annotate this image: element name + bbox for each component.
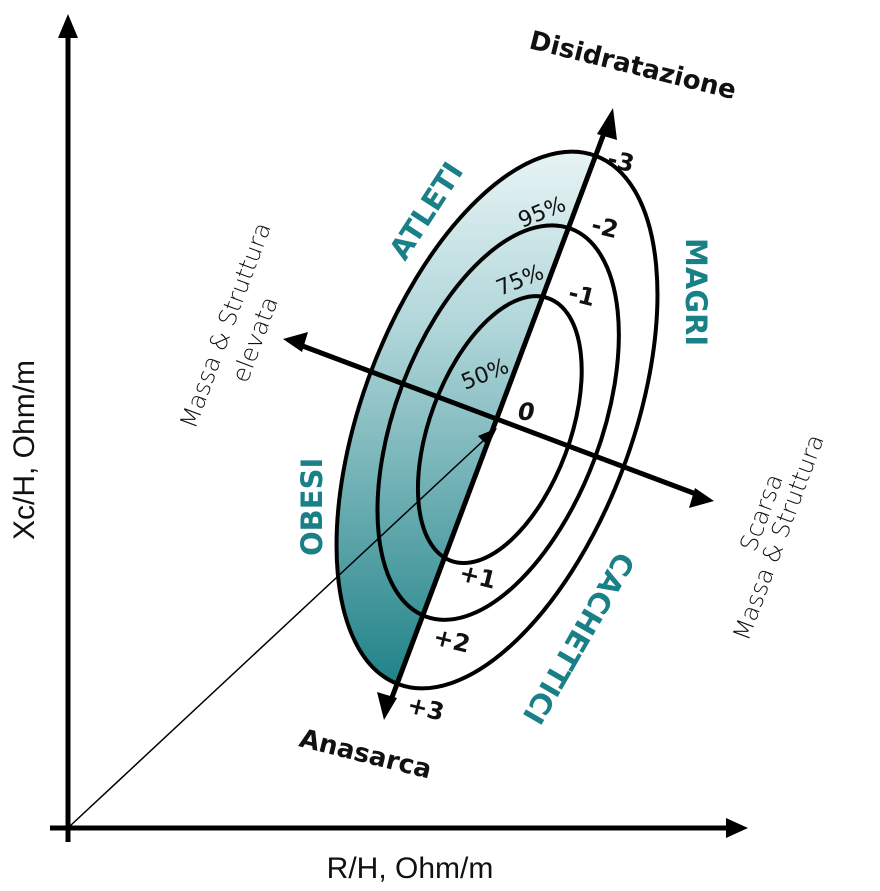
mass-axis — [299, 342, 697, 497]
hydration-arrow-down-icon — [377, 692, 397, 720]
hydration-arrow-up-icon — [597, 108, 617, 140]
ellipse-50 — [415, 294, 584, 566]
tick-plus-1: +1 — [457, 559, 499, 595]
y-axis-arrow-icon — [58, 14, 78, 38]
tick-plus-2: +2 — [431, 623, 473, 659]
y-axis-label: Xc/H, Ohm/m — [8, 360, 41, 540]
tick-minus-3: -3 — [605, 145, 638, 179]
category-cachectic: CACHETTICI — [516, 547, 642, 730]
x-axis-label: R/H, Ohm/m — [327, 852, 494, 885]
x-axis-arrow-icon — [726, 818, 748, 838]
tick-minus-1: -1 — [566, 279, 599, 313]
tick-plus-3: +3 — [405, 691, 447, 727]
mass-arrow-right-icon — [689, 488, 714, 508]
category-obese: OBESI — [295, 458, 329, 556]
impedance-vector — [69, 439, 485, 827]
tick-minus-2: -2 — [589, 211, 622, 245]
category-thin: MAGRI — [679, 238, 713, 346]
mass-arrow-left-icon — [283, 332, 308, 352]
tick-zero: 0 — [518, 398, 535, 426]
anasarca-label: Anasarca — [296, 724, 434, 786]
hydration-axis — [388, 127, 609, 701]
dehydration-label: Disidratazione — [526, 26, 739, 106]
